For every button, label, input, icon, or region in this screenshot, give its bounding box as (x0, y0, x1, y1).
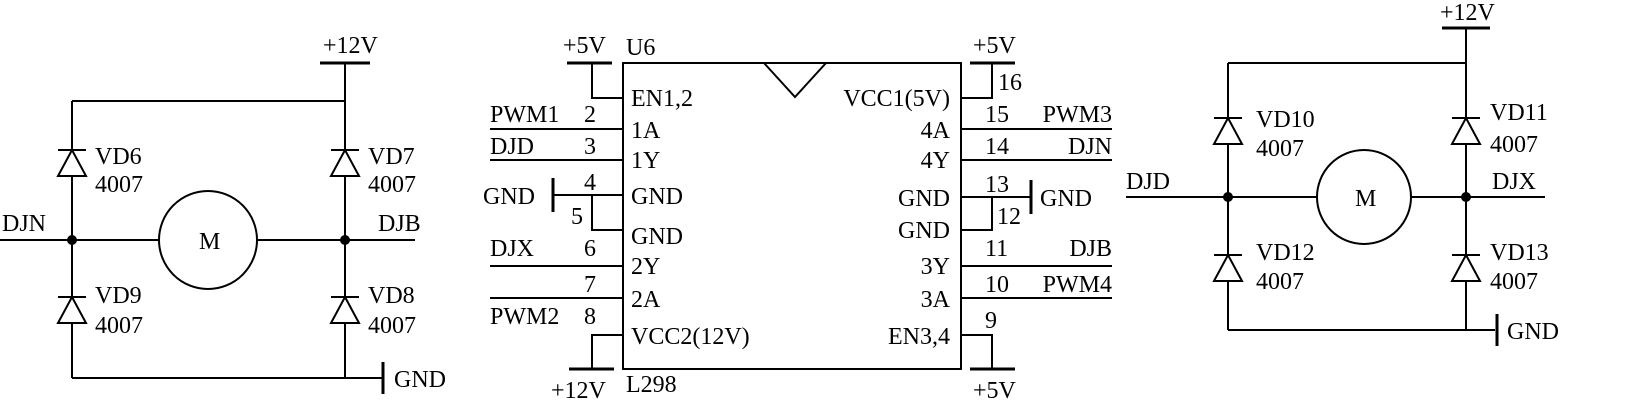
vd10-part: 4007 (1256, 136, 1304, 162)
pin12-wire (961, 197, 993, 231)
pin-num-5: 5 (571, 204, 583, 230)
vd7-part: 4007 (368, 172, 416, 198)
right-supply-label: +12V (1440, 0, 1496, 26)
net-djn: DJN (1068, 134, 1112, 160)
right-ground-label: GND (1507, 319, 1559, 345)
diode-vd10 (1212, 115, 1244, 145)
vd8-ref: VD8 (368, 283, 415, 309)
left-bridge: +12V GND (0, 33, 446, 394)
pin-gnd13: GND (898, 186, 950, 212)
vd11-part: 4007 (1490, 132, 1538, 158)
net-djb: DJB (1069, 236, 1112, 262)
ic-en12-wire (591, 63, 623, 99)
pin-gnd12: GND (898, 218, 950, 244)
left-node-dot (67, 235, 77, 245)
net-pwm3: PWM3 (1043, 102, 1112, 128)
left-ground-label: GND (394, 367, 446, 393)
rb-left-node-dot (1223, 192, 1233, 202)
pin-num-7: 7 (584, 272, 596, 298)
diode-vd11 (1450, 115, 1482, 145)
pin-en34: EN3,4 (888, 324, 950, 350)
left-node-label-djb: DJB (378, 211, 421, 237)
pin-gnd4: GND (631, 184, 683, 210)
vd11-ref: VD11 (1490, 100, 1548, 126)
pin-num-4: 4 (584, 170, 596, 196)
pin-2a: 2A (631, 287, 661, 313)
vd6-ref: VD6 (95, 144, 142, 170)
net-djx: DJX (490, 236, 534, 262)
right-motor-label: M (1355, 186, 1376, 212)
pin-num-14: 14 (985, 134, 1009, 160)
pin-3a: 3A (921, 287, 951, 313)
pin-num-16: 16 (998, 70, 1022, 96)
pin-num-13: 13 (985, 172, 1009, 198)
pin-4y: 4Y (921, 148, 950, 174)
pin-num-12: 12 (997, 204, 1021, 230)
pin-num-15: 15 (985, 102, 1009, 128)
vd12-part: 4007 (1256, 269, 1304, 295)
pin-vcc2: VCC2(12V) (631, 324, 750, 350)
net-pwm1: PWM1 (490, 102, 559, 128)
ic-top-left-supply: +5V (563, 33, 607, 59)
ic-vcc2-wire (591, 334, 623, 368)
diode-vd12 (1212, 252, 1244, 282)
pin-num-9: 9 (985, 308, 997, 334)
right-node-dot (340, 235, 350, 245)
pin-3y: 3Y (921, 254, 950, 280)
ic-en34-wire (961, 334, 993, 368)
diode-vd8 (329, 294, 361, 324)
net-gnd-right: GND (1040, 186, 1092, 212)
pin-num-8: 8 (584, 304, 596, 330)
vd13-part: 4007 (1490, 269, 1538, 295)
vd13-ref: VD13 (1490, 240, 1549, 266)
net-pwm4: PWM4 (1043, 272, 1112, 298)
vd12-ref: VD12 (1256, 240, 1315, 266)
right-motor (1316, 149, 1412, 245)
diode-vd6 (56, 147, 88, 177)
diode-vd9 (56, 294, 88, 324)
pin-num-6: 6 (584, 236, 596, 262)
pin-vcc1: VCC1(5V) (843, 86, 950, 112)
pin-gnd5: GND (631, 224, 683, 250)
ic-bottom-right-supply: +5V (973, 378, 1017, 404)
driver-ic: U6 L298 +5V +5V +12V +5V EN (483, 33, 1112, 404)
right-bridge: +12V GND (1126, 0, 1559, 346)
ic-ref: U6 (626, 35, 655, 61)
left-node-label-djn: DJN (2, 211, 46, 237)
pin-num-10: 10 (985, 272, 1009, 298)
vd8-part: 4007 (368, 313, 416, 339)
ic-vcc1-wire (961, 63, 993, 99)
vd7-ref: VD7 (368, 144, 415, 170)
net-pwm2: PWM2 (490, 304, 559, 330)
pin-1a: 1A (631, 118, 661, 144)
left-motor (158, 190, 258, 290)
rb-right-node-dot (1461, 192, 1471, 202)
ic-part: L298 (626, 372, 677, 398)
pin-num-3: 3 (584, 134, 596, 160)
vd10-ref: VD10 (1256, 107, 1315, 133)
diode-vd13 (1450, 252, 1482, 282)
pin-4a: 4A (921, 118, 951, 144)
pin5-wire (591, 195, 623, 231)
pin-en12: EN1,2 (631, 86, 693, 112)
pin-2y: 2Y (631, 254, 660, 280)
left-motor-label: M (199, 229, 220, 255)
pin-num-11: 11 (985, 236, 1008, 262)
right-node-label-djx: DJX (1492, 169, 1536, 195)
pin-1y: 1Y (631, 148, 660, 174)
ic-body (622, 62, 962, 370)
diode-vd7 (329, 147, 361, 177)
ic-notch (763, 62, 827, 99)
net-djd: DJD (490, 134, 534, 160)
left-supply-label: +12V (323, 33, 379, 59)
vd6-part: 4007 (95, 172, 143, 198)
vd9-ref: VD9 (95, 283, 142, 309)
net-gnd-left: GND (483, 184, 535, 210)
right-node-label-djd: DJD (1126, 169, 1170, 195)
ic-top-right-supply: +5V (973, 33, 1017, 59)
pin-num-2: 2 (584, 102, 596, 128)
vd9-part: 4007 (95, 313, 143, 339)
ic-bottom-left-supply: +12V (551, 378, 607, 404)
